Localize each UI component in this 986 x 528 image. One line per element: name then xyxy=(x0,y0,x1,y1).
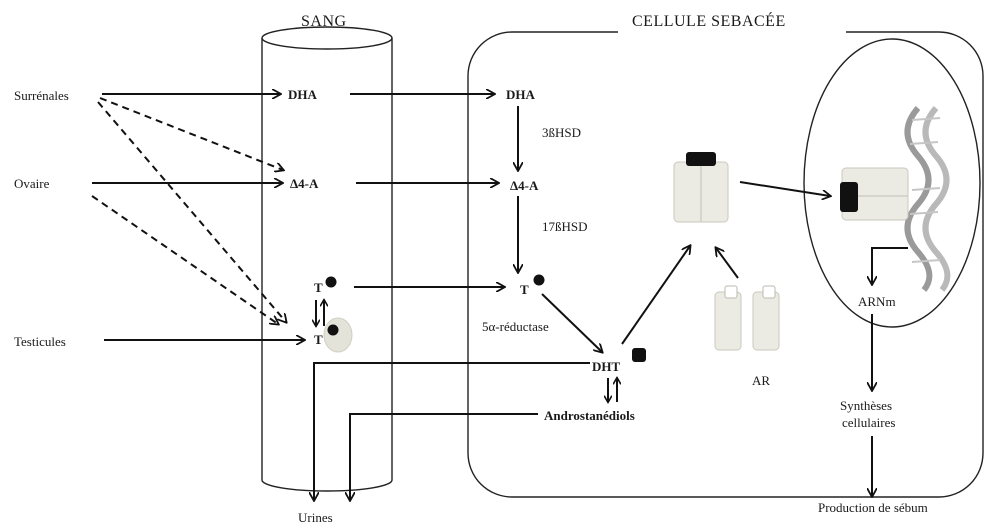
receptor-dimer-icon xyxy=(673,152,729,223)
mrna-label: ARNm xyxy=(858,294,896,309)
synthesis-label-line2: cellulaires xyxy=(842,415,895,430)
dha-cell-label: DHA xyxy=(506,87,536,102)
arrow-nucleus-mrna xyxy=(872,247,908,284)
arrow-ar-receptor xyxy=(716,248,739,279)
nucleus xyxy=(803,38,981,328)
arrow-receptor-nucleus xyxy=(739,181,830,196)
sebum-label: Production de sébum xyxy=(818,500,928,515)
cell-title-bg xyxy=(618,18,846,40)
arrow-t-dht xyxy=(541,293,602,352)
hsd17b-label: 17ßHSD xyxy=(542,219,588,234)
t-blood-label: T xyxy=(314,280,323,295)
dashed-arrow-ovary-t xyxy=(91,195,278,324)
t-bound-blood-label: T xyxy=(314,332,323,347)
blood-title: SANG xyxy=(301,13,347,30)
arrow-dht-urine xyxy=(314,362,590,500)
cell-ligand-icon xyxy=(533,274,545,286)
urine-label: Urines xyxy=(298,510,333,525)
dha-blood-label: DHA xyxy=(288,87,318,102)
dashed-arrow-adrenal-a4 xyxy=(99,97,283,170)
androgen-ligand-icon xyxy=(325,276,337,288)
synthesis-label-line1: Synthèses xyxy=(840,398,892,413)
receptor-label: AR xyxy=(752,373,770,388)
a4-cell-label: Δ4-A xyxy=(510,178,539,193)
androstanediols-label: Androstanédiols xyxy=(544,408,635,423)
reductase-label: 5α-réductase xyxy=(482,319,549,334)
dht-label: DHT xyxy=(592,359,621,374)
dht-ligand-icon xyxy=(632,348,646,362)
dna-helix-icon xyxy=(904,106,951,292)
androgen-receptor-icon xyxy=(714,285,780,351)
t-cell-label: T xyxy=(520,282,529,297)
adrenal-label: Surrénales xyxy=(14,88,69,103)
dashed-arrow-adrenal-t xyxy=(97,101,286,322)
testes-label: Testicules xyxy=(14,334,66,349)
bound-ligand-icon xyxy=(327,324,339,336)
a4-blood-label: Δ4-A xyxy=(290,176,319,191)
receptor-dna-complex-icon xyxy=(840,167,909,221)
sebaceous-cell xyxy=(467,31,984,498)
ovary-label: Ovaire xyxy=(14,176,50,191)
arrow-androstanediol-urine xyxy=(350,413,538,500)
binding-protein-icon xyxy=(323,317,353,353)
hsd3b-label: 3ßHSD xyxy=(542,125,581,140)
arrow-dht-receptor xyxy=(621,246,690,345)
blood-vessel xyxy=(261,26,393,492)
cell-title: CELLULE SEBACÉE xyxy=(632,11,786,30)
